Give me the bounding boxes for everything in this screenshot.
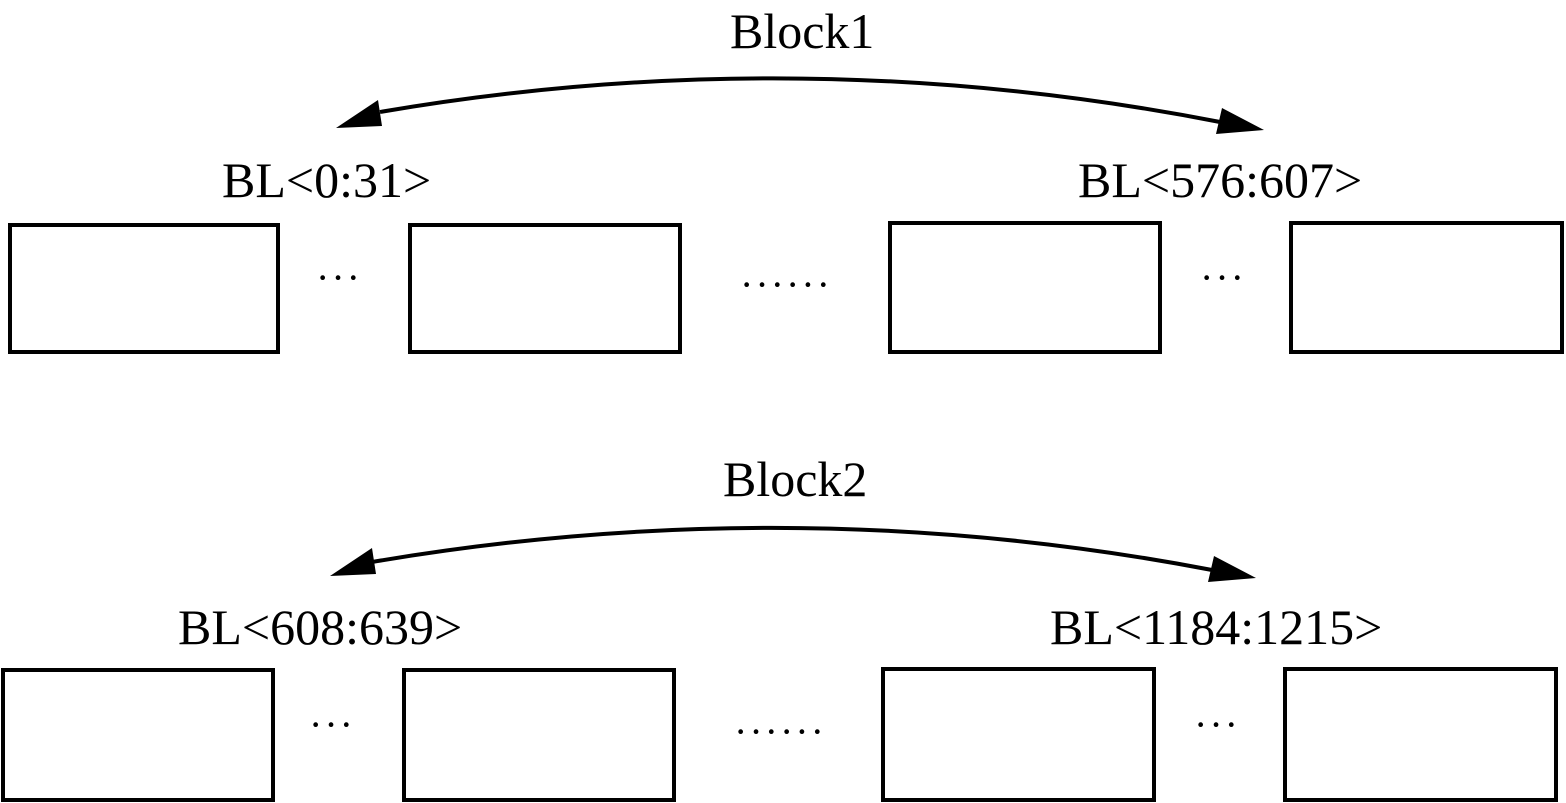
block1-arrowhead-right bbox=[1216, 108, 1264, 134]
block2-title: Block2 bbox=[723, 451, 868, 507]
block2-bitline-group-1 bbox=[1, 668, 275, 802]
block1-ellipsis-right: ··· bbox=[1200, 255, 1246, 300]
block1-ellipsis-left: ··· bbox=[316, 255, 362, 300]
block1-bitline-group-2 bbox=[408, 223, 682, 354]
block2-left-bitline-label: BL<608:639> bbox=[178, 599, 463, 655]
block1-right-bitline-label: BL<576:607> bbox=[1078, 152, 1363, 208]
block1-ellipsis-center: ······ bbox=[740, 262, 832, 307]
block2-arrowhead-left bbox=[330, 548, 376, 576]
block1-arrowhead-left bbox=[336, 100, 382, 128]
block2-right-bitline-label: BL<1184:1215> bbox=[1050, 599, 1383, 655]
block2-ellipsis-right: ··· bbox=[1194, 702, 1240, 747]
block1-left-bitline-label: BL<0:31> bbox=[222, 152, 432, 208]
block2-ellipsis-left: ··· bbox=[309, 702, 355, 747]
block2-bitline-group-2 bbox=[402, 668, 676, 802]
block2-arrowhead-right bbox=[1208, 556, 1256, 582]
block1-bitline-group-4 bbox=[1289, 221, 1564, 354]
block2-span-arrow bbox=[330, 525, 1256, 582]
block1-span-arrow bbox=[336, 76, 1264, 134]
block2-bitline-group-4 bbox=[1283, 667, 1558, 802]
block1-bitline-group-1 bbox=[8, 223, 280, 354]
block1-bitline-group-3 bbox=[888, 221, 1162, 354]
block2-bitline-group-3 bbox=[881, 667, 1156, 802]
block2-ellipsis-center: ······ bbox=[734, 709, 826, 754]
block1-title: Block1 bbox=[730, 3, 875, 59]
